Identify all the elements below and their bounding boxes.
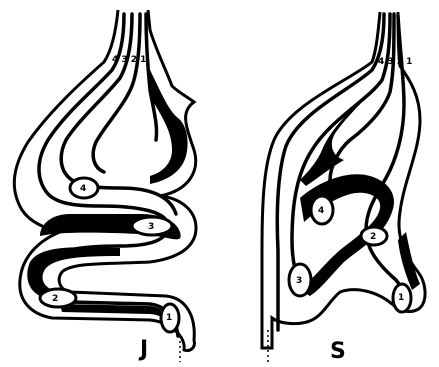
panel-j-loop-4-label: 4	[80, 184, 86, 194]
panel-j-loop-1-label: 1	[166, 313, 172, 323]
panel-s-top-numbers: 4 3 2 1	[378, 57, 412, 67]
panel-j-top-numbers: 4 3 2 1	[112, 55, 146, 65]
panel-j-loop-2-label: 2	[52, 294, 58, 304]
panel-s-label: S	[330, 339, 346, 364]
panel-j-label: J	[138, 337, 148, 362]
panel-s-loop-3-label: 3	[296, 276, 302, 286]
panel-j: 4 3 2 1 4 3 2 1 J	[14, 10, 196, 362]
panel-s: 4 3 2 1 4 3 2 1 S	[262, 12, 425, 364]
panel-s-loop-2-label: 2	[370, 232, 376, 242]
panel-s-loop-4-label: 4	[318, 206, 324, 216]
panel-s-loop-1-label: 1	[398, 293, 404, 303]
panel-j-loop-3-label: 3	[148, 222, 154, 232]
